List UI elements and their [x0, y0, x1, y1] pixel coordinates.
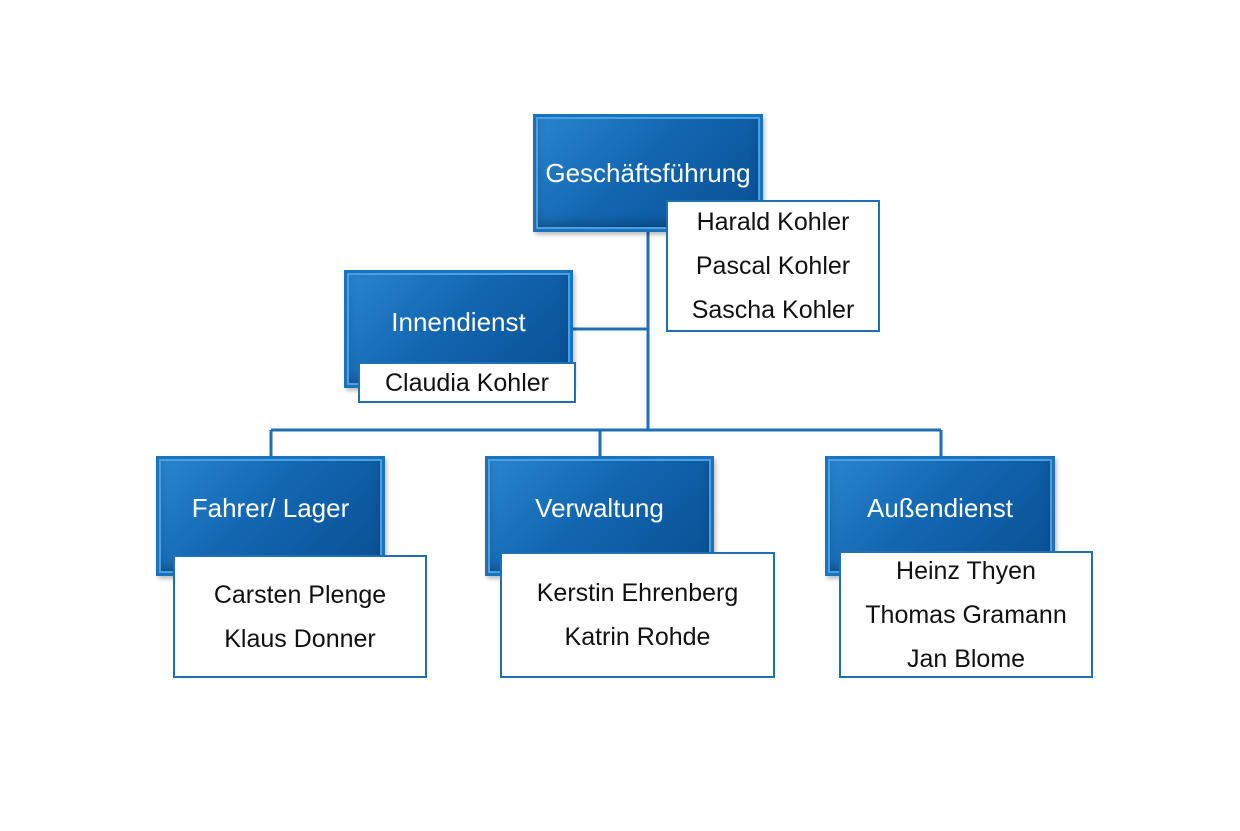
dept-title: Fahrer/ Lager [191, 493, 350, 523]
member-name: Pascal Kohler [695, 252, 851, 280]
dept-members-box-verwaltung: Kerstin Ehrenberg Katrin Rohde [500, 552, 775, 678]
dept-title: Verwaltung [535, 493, 664, 523]
member-name: Sascha Kohler [691, 296, 855, 324]
head-title: Geschäftsführung [545, 157, 751, 188]
member-name: Katrin Rohde [564, 623, 711, 651]
member-name: Thomas Gramann [865, 600, 1067, 629]
dept-members-box-aussendienst: Heinz Thyen Thomas Gramann Jan Blome [839, 551, 1093, 678]
member-name: Kerstin Ehrenberg [536, 579, 739, 607]
dept-members-box-fahrer: Carsten Plenge Klaus Donner [173, 555, 427, 678]
dept-title: Außendienst [867, 493, 1013, 523]
head-members-box: Harald Kohler Pascal Kohler Sascha Kohle… [666, 200, 880, 332]
member-name: Harald Kohler [696, 208, 850, 236]
staff-members-box: Claudia Kohler [358, 362, 576, 403]
staff-title: Innendienst [391, 307, 526, 337]
member-name: Klaus Donner [224, 624, 376, 653]
member-name: Heinz Thyen [896, 556, 1036, 585]
member-name: Jan Blome [906, 644, 1026, 673]
member-name: Carsten Plenge [213, 580, 387, 609]
member-name: Claudia Kohler [385, 368, 549, 397]
